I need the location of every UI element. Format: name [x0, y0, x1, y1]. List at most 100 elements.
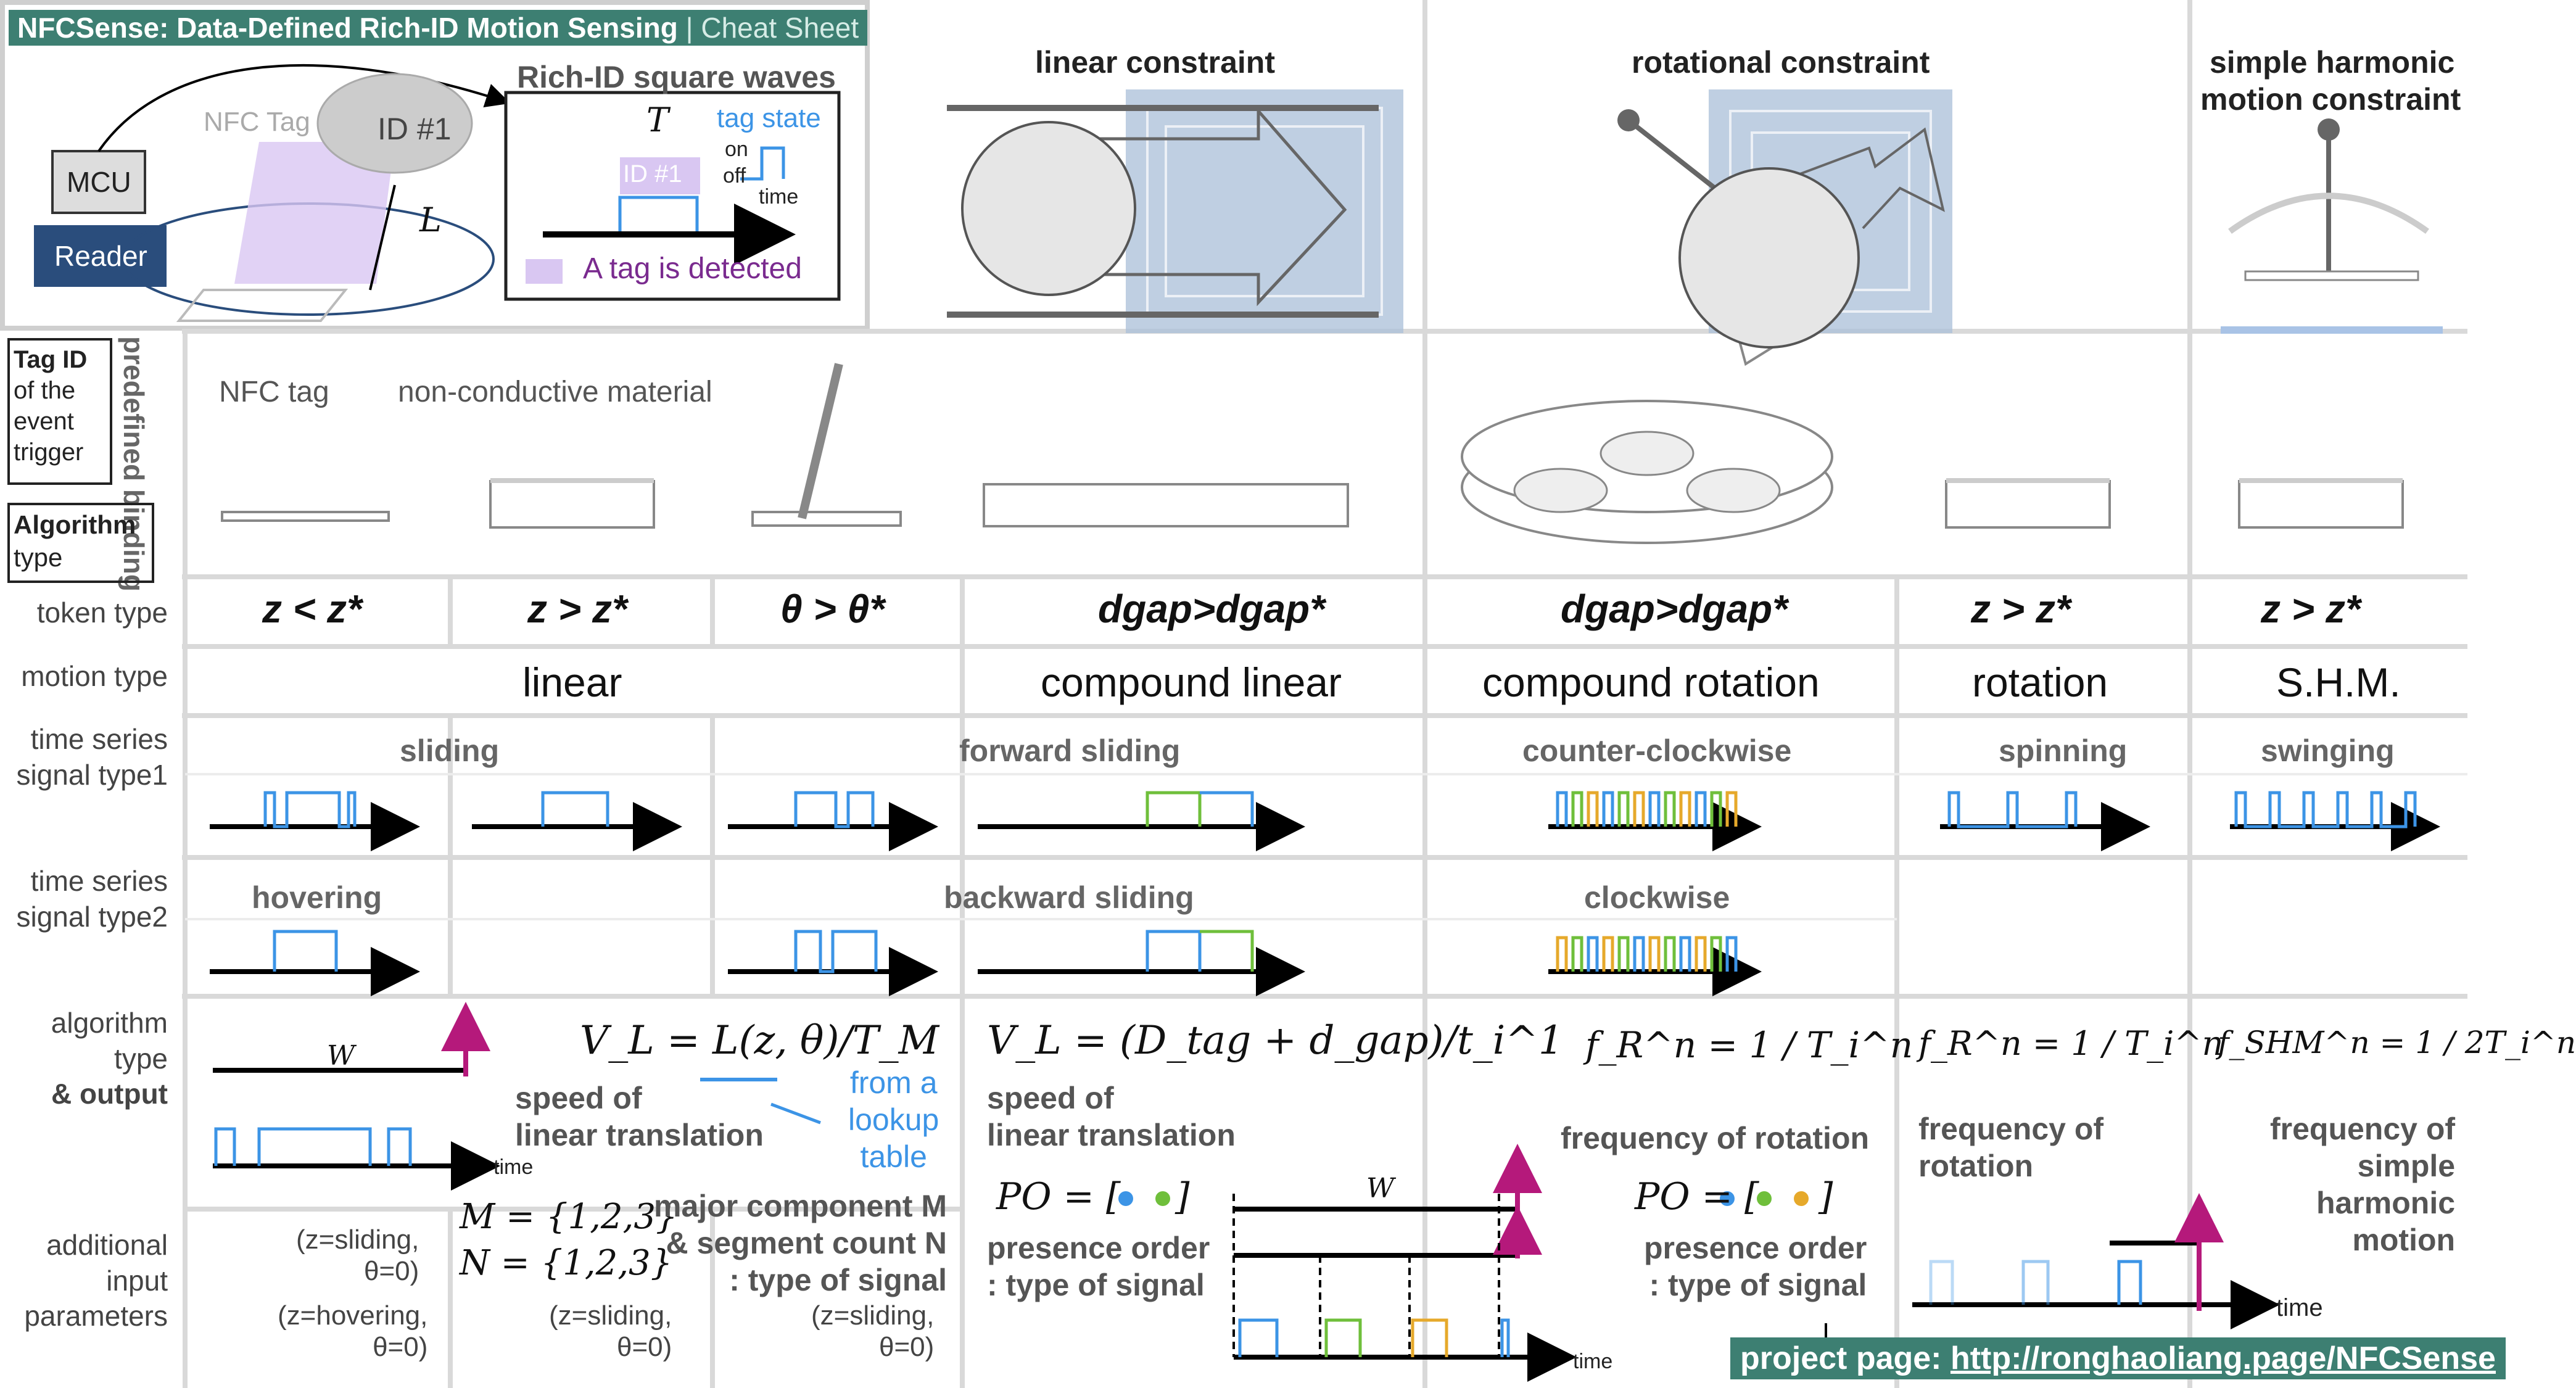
tag-id-line2: of the	[14, 377, 76, 404]
w-label: W	[327, 1040, 355, 1072]
row-label-signal1-a: time series	[30, 723, 168, 755]
row-label-signal1-b: signal type1	[16, 758, 168, 791]
nfc-tag-label: NFC Tag	[204, 107, 310, 137]
freq-rot2-b: rotation	[1918, 1149, 2034, 1183]
signal-swinging: swinging	[2261, 733, 2395, 768]
pulse	[1556, 936, 1568, 972]
row-label-additional: additional input parameters	[24, 1228, 168, 1334]
param-1: (z=sliding, θ=0)	[296, 1225, 419, 1287]
tag-id-line4: trigger	[14, 439, 84, 466]
signal-spinning: spinning	[1999, 733, 2128, 768]
token-7: z > z*	[2261, 587, 2361, 631]
n-set: N = {1,2,3}	[460, 1243, 673, 1283]
pulse	[1648, 791, 1661, 827]
lookup-a: from a	[849, 1065, 938, 1100]
freq-rotation-caption: frequency of rotation	[1561, 1121, 1870, 1155]
cheat-sheet-title: NFCSense: Data-Defined Rich-ID Motion Se…	[9, 10, 868, 46]
speed-caption-2: speed of linear translation	[987, 1080, 1236, 1154]
pulse	[1633, 936, 1645, 972]
pulse	[1587, 791, 1599, 827]
motion-rotation: rotation	[1972, 659, 2108, 705]
pulse	[1664, 936, 1676, 972]
pulse	[1633, 791, 1645, 827]
title-subtitle: Cheat Sheet	[701, 12, 859, 44]
row-label-algorithm-c: & output	[51, 1078, 168, 1110]
freq-shm-caption: frequency of simple harmonic motion	[2270, 1110, 2455, 1258]
presence-caption-1: presence order : type of signal	[987, 1229, 1210, 1303]
freq-shm-d: motion	[2352, 1223, 2456, 1257]
project-page-link[interactable]: project page: http://ronghaoliang.page/N…	[1730, 1337, 2506, 1379]
row-label-additional-b: input	[106, 1264, 168, 1297]
presence-order-1: PO = [	[996, 1175, 1121, 1218]
token-3: θ > θ*	[780, 587, 885, 631]
pulse	[1725, 791, 1738, 827]
tag-id-line3: event	[14, 408, 74, 435]
token-4: dgap>dgap*	[1098, 587, 1326, 631]
signal-forward-sliding: forward sliding	[959, 733, 1181, 768]
signal-sliding: sliding	[400, 733, 500, 768]
presence-order-2-close: ]	[1818, 1175, 1833, 1218]
m-set: M = {1,2,3}	[460, 1197, 678, 1237]
tag-id-wave-label: ID #1	[623, 160, 682, 188]
param-1-a: (z=sliding,	[296, 1225, 419, 1255]
row-label-motion: motion type	[21, 660, 168, 692]
param-4-b: θ=0)	[879, 1331, 935, 1362]
presence-caption-1-b: : type of signal	[987, 1268, 1205, 1302]
row-label-signal2-a: time series	[30, 865, 168, 897]
shm-constraint-title-1: simple harmonic	[2210, 45, 2455, 80]
row-label-additional-c: parameters	[24, 1300, 168, 1332]
token-5: dgap>dgap*	[1561, 587, 1788, 631]
project-page-url[interactable]: http://ronghaoliang.page/NFCSense	[1950, 1340, 2496, 1376]
off-label: off	[723, 164, 746, 188]
time-label: time	[759, 185, 799, 209]
pulse	[1602, 936, 1614, 972]
w-label-2: W	[1366, 1173, 1395, 1204]
presence-caption-2: presence order : type of signal	[1644, 1229, 1867, 1303]
title-text: NFCSense: Data-Defined Rich-ID Motion Se…	[17, 12, 678, 44]
motion-linear: linear	[522, 659, 622, 705]
param-3-b: θ=0)	[617, 1331, 672, 1362]
pulse	[1679, 936, 1691, 972]
equation-linear-speed: V_L = L(z, θ)/T_M	[580, 1018, 939, 1064]
param-2: (z=hovering, θ=0)	[278, 1300, 427, 1363]
token-1: z < z*	[262, 587, 362, 631]
param-3: (z=sliding, θ=0)	[549, 1300, 672, 1363]
presence-caption-1-a: presence order	[987, 1231, 1210, 1265]
lookup-b: lookup	[848, 1102, 939, 1137]
mcu-label: MCU	[67, 166, 131, 198]
freq-rotation-caption-2: frequency of rotation	[1918, 1110, 2103, 1184]
legend-non-conductive: non-conductive material	[398, 376, 712, 408]
row-label-algorithm-b: type	[114, 1042, 168, 1075]
speed-caption-2-a: speed of	[987, 1081, 1114, 1115]
title-separator: |	[685, 12, 693, 44]
row-label-token: token type	[36, 597, 168, 629]
equation-rotation-freq: f_R^n = 1 / T_i^n	[1585, 1024, 1913, 1066]
algorithm-type-box: Algorithm type	[7, 503, 154, 583]
lookup-caption: from a lookup table	[848, 1064, 939, 1175]
pulse	[1725, 936, 1738, 972]
signal-counter-clockwise: counter-clockwise	[1522, 733, 1792, 768]
algorithm-title: Algorithm	[14, 510, 136, 539]
pulse	[1648, 936, 1661, 972]
token-6: z > z*	[1971, 587, 2071, 631]
presence-caption-2-b: : type of signal	[1649, 1268, 1867, 1302]
pulse	[1695, 936, 1707, 972]
pulse	[1602, 791, 1614, 827]
freq-shm-b: simple	[2357, 1149, 2456, 1183]
shm-constraint-title-2: motion constraint	[2200, 82, 2461, 117]
freq-shm-c: harmonic	[2316, 1186, 2456, 1220]
pulse	[1679, 791, 1691, 827]
pulse	[1617, 936, 1630, 972]
pulse	[1571, 936, 1583, 972]
speed-caption-1-b: linear translation	[515, 1118, 764, 1152]
pulse	[1695, 791, 1707, 827]
predefined-binding-label: predefined binding	[118, 336, 150, 592]
row-label-algorithm-a: algorithm	[51, 1007, 168, 1039]
tag-state-label: tag state	[717, 103, 821, 133]
param-4: (z=sliding, θ=0)	[811, 1300, 934, 1363]
equation-shm-freq: f_SHM^n = 1 / 2T_i^n	[2218, 1025, 2576, 1060]
presence-order-1-close: ]	[1175, 1175, 1190, 1218]
time-axis-label-3: time	[2276, 1294, 2323, 1321]
pulse	[1571, 791, 1583, 827]
freq-rot2-a: frequency of	[1918, 1112, 2104, 1146]
